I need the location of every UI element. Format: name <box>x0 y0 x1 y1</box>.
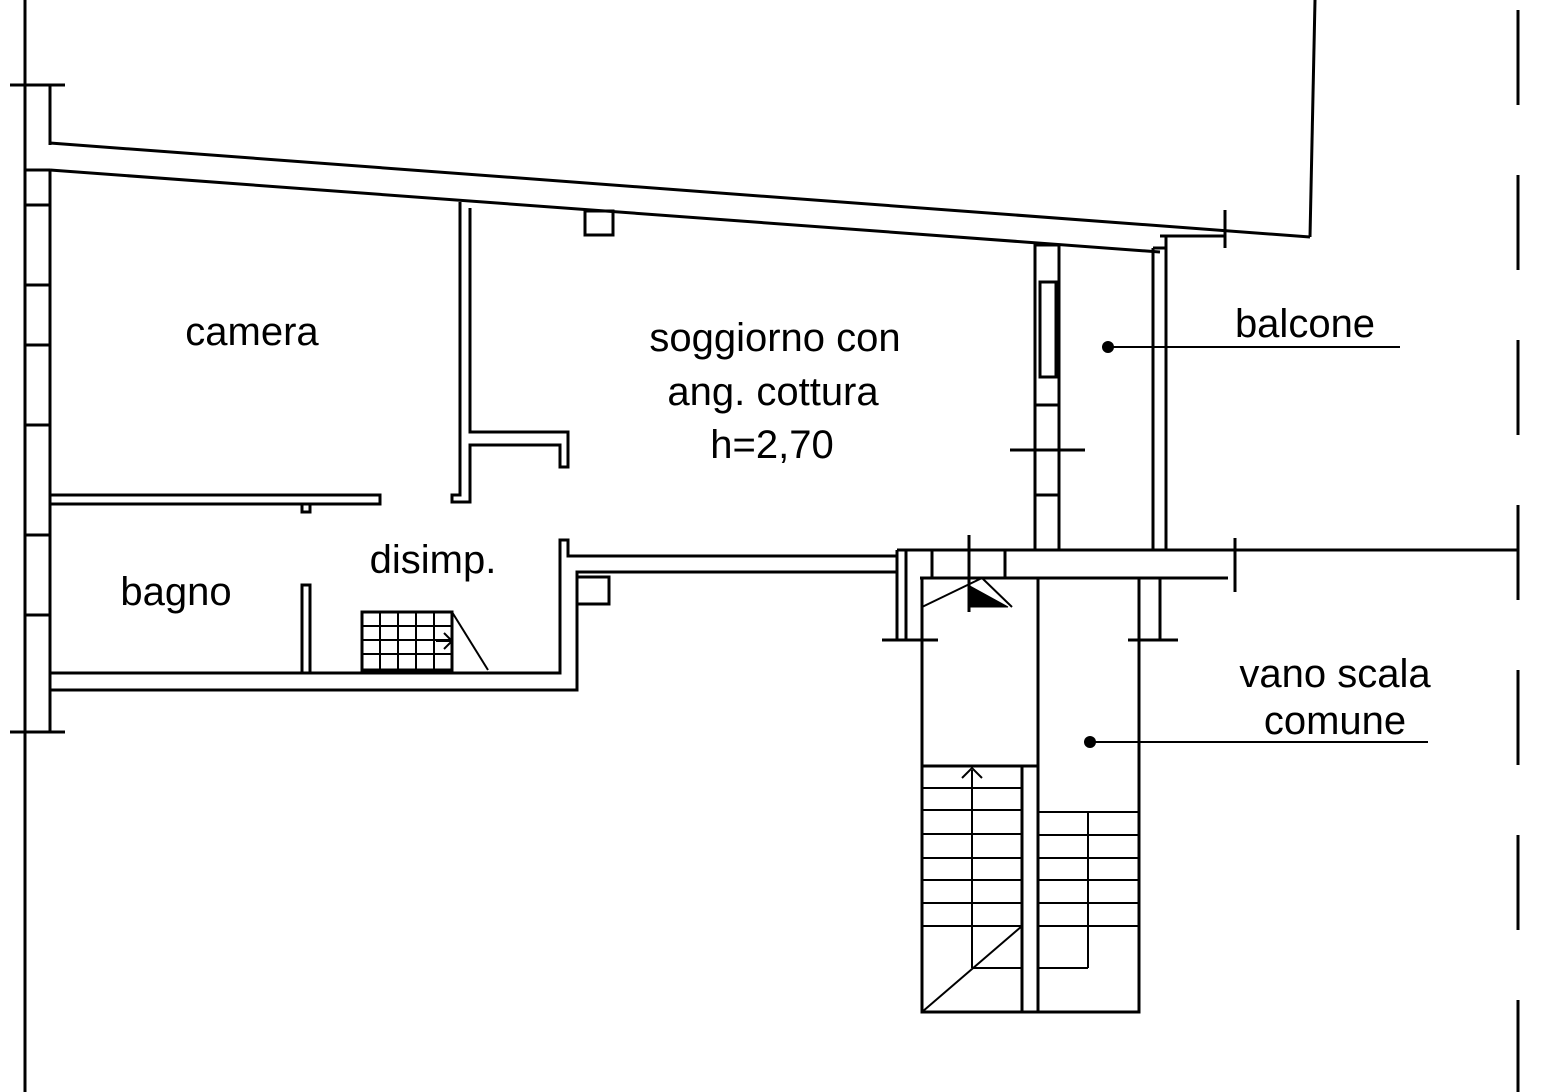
site-boundary <box>23 0 1520 1092</box>
leader-vano-scala <box>1084 736 1428 748</box>
window-camera-upper <box>23 203 52 287</box>
partition-bagno-disimp <box>300 583 312 675</box>
window-bagno <box>23 533 52 617</box>
window-camera-lower <box>23 343 52 427</box>
label-bagno: bagno <box>120 570 231 614</box>
label-soggiorno-line1: soggiorno con <box>649 316 900 360</box>
common-stair <box>921 577 1139 1013</box>
label-camera: camera <box>185 310 319 354</box>
label-vano-scala-line1: vano scala <box>1239 652 1431 696</box>
left-exterior-wall <box>10 83 65 734</box>
partition-camera-soggiorno <box>450 202 570 504</box>
label-soggiorno-line2: ang. cottura <box>667 370 879 414</box>
top-slanted-wall <box>49 141 1311 254</box>
bottom-wall <box>50 538 897 692</box>
leader-balcone <box>1102 341 1400 353</box>
internal-stair <box>360 610 489 672</box>
label-vano-scala-line2: comune <box>1264 699 1406 743</box>
stairwell-walls <box>882 535 1237 1014</box>
balcony-walls <box>1010 236 1168 552</box>
label-disimp: disimp. <box>370 538 497 582</box>
label-height: h=2,70 <box>710 423 833 467</box>
label-balcone: balcone <box>1235 302 1375 346</box>
partition-camera-bagno <box>50 493 382 514</box>
stair-arrowhead <box>967 584 1009 608</box>
